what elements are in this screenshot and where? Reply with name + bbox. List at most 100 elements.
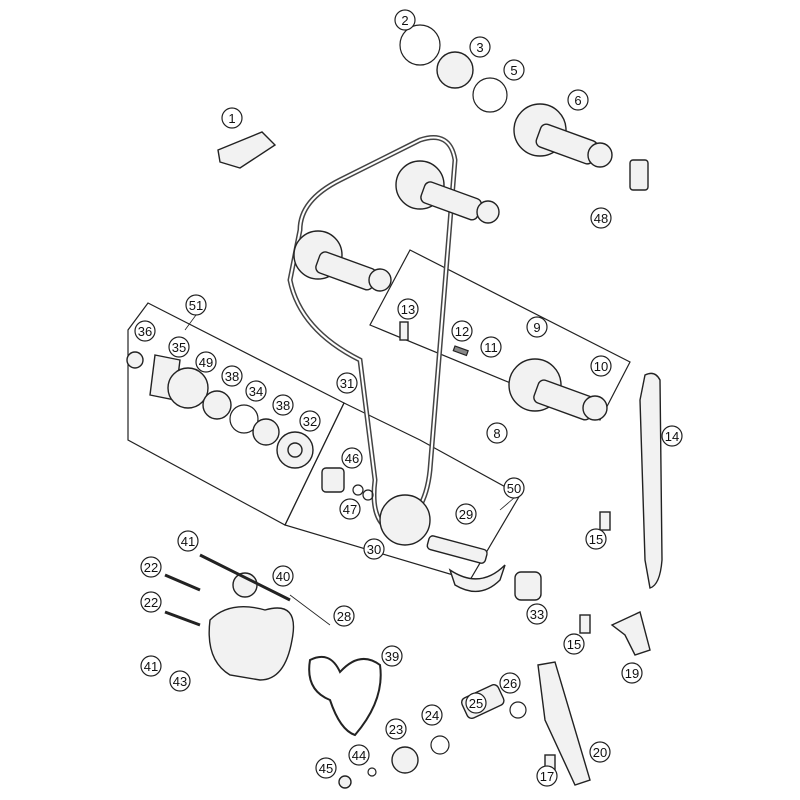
group-box-camshaft: [369, 249, 631, 421]
callout-label: 22: [144, 595, 158, 610]
callout-label: 41: [144, 659, 158, 674]
callout-46: 46: [341, 447, 363, 469]
callout-41: 41: [140, 655, 162, 677]
callout-29: 29: [455, 503, 477, 525]
callout-label: 30: [367, 542, 381, 557]
callout-13: 13: [397, 298, 419, 320]
callout-31: 31: [336, 372, 358, 394]
callout-26: 26: [499, 672, 521, 694]
callout-label: 3: [476, 40, 483, 55]
callout-35: 35: [168, 336, 190, 358]
callout-label: 39: [385, 649, 399, 664]
callout-label: 6: [574, 93, 581, 108]
callout-label: 33: [530, 607, 544, 622]
callout-19: 19: [621, 662, 643, 684]
water-pump-shaft: [426, 535, 488, 564]
callout-label: 38: [276, 398, 290, 413]
callout-41: 41: [177, 530, 199, 552]
callout-label: 47: [343, 502, 357, 517]
callout-label: 15: [589, 532, 603, 547]
callout-label: 24: [425, 708, 439, 723]
callout-11: 11: [480, 336, 502, 358]
callout-38: 38: [221, 365, 243, 387]
callout-28: 28: [333, 605, 355, 627]
callout-label: 23: [389, 722, 403, 737]
camshaft-intake: [508, 358, 608, 421]
callout-label: 44: [352, 748, 366, 763]
callout-label: 14: [665, 429, 679, 444]
callout-5: 5: [503, 59, 525, 81]
callout-label: 41: [181, 534, 195, 549]
callout-22: 22: [140, 556, 162, 578]
callout-43: 43: [169, 670, 191, 692]
callout-label: 20: [593, 745, 607, 760]
tensioner-rail: [537, 661, 591, 786]
callout-label: 1: [228, 111, 235, 126]
callout-label: 22: [144, 560, 158, 575]
callout-49: 49: [195, 351, 217, 373]
callout-label: 9: [533, 320, 540, 335]
callout-6: 6: [567, 89, 589, 111]
cover-gasket: [308, 656, 382, 737]
callout-label: 25: [469, 696, 483, 711]
callout-label: 48: [594, 211, 608, 226]
group-box-50: [284, 402, 521, 581]
callout-40: 40: [272, 565, 294, 587]
callout-14: 14: [661, 425, 683, 447]
callout-8: 8: [486, 422, 508, 444]
callout-label: 8: [493, 426, 500, 441]
callout-25: 25: [465, 692, 487, 714]
callout-20: 20: [589, 741, 611, 763]
callout-label: 49: [199, 355, 213, 370]
callout-label: 17: [540, 769, 554, 784]
callout-label: 11: [484, 340, 498, 355]
callout-22: 22: [140, 591, 162, 613]
callout-48: 48: [590, 207, 612, 229]
camshaft-exhaust: [513, 103, 613, 168]
callout-36: 36: [134, 320, 156, 342]
callout-label: 34: [249, 384, 263, 399]
callout-label: 40: [276, 569, 290, 584]
callout-44: 44: [348, 744, 370, 766]
camshaft-gear-left: [293, 230, 392, 292]
callout-label: 51: [189, 298, 203, 313]
callout-label: 12: [455, 324, 469, 339]
callout-label: 13: [401, 302, 415, 317]
callout-label: 29: [459, 507, 473, 522]
callout-24: 24: [421, 704, 443, 726]
callout-10: 10: [590, 355, 612, 377]
bracket: [217, 131, 277, 169]
callout-38: 38: [272, 394, 294, 416]
callout-33: 33: [526, 603, 548, 625]
water-pump-cover: [208, 606, 295, 681]
callout-50: 50: [503, 477, 525, 499]
callout-label: 2: [401, 13, 408, 28]
callout-label: 5: [510, 63, 517, 78]
callout-30: 30: [363, 538, 385, 560]
callout-39: 39: [381, 645, 403, 667]
callout-34: 34: [245, 380, 267, 402]
callout-51: 51: [185, 294, 207, 316]
callout-32: 32: [299, 410, 321, 432]
callout-label: 32: [303, 414, 317, 429]
group-box-51: [127, 302, 345, 526]
callout-label: 50: [507, 481, 521, 496]
callout-15: 15: [563, 633, 585, 655]
camshaft-sensor: [629, 159, 649, 191]
callout-label: 19: [625, 666, 639, 681]
camshaft-gear-upper: [395, 160, 500, 224]
callout-label: 45: [319, 761, 333, 776]
callout-label: 10: [594, 359, 608, 374]
callout-label: 46: [345, 451, 359, 466]
callout-12: 12: [451, 320, 473, 342]
callout-label: 31: [340, 376, 354, 391]
callout-label: 26: [503, 676, 517, 691]
callout-23: 23: [385, 718, 407, 740]
callout-2: 2: [394, 9, 416, 31]
callout-label: 43: [173, 674, 187, 689]
callout-label: 38: [225, 369, 239, 384]
callout-label: 15: [567, 637, 581, 652]
callout-1: 1: [221, 107, 243, 129]
